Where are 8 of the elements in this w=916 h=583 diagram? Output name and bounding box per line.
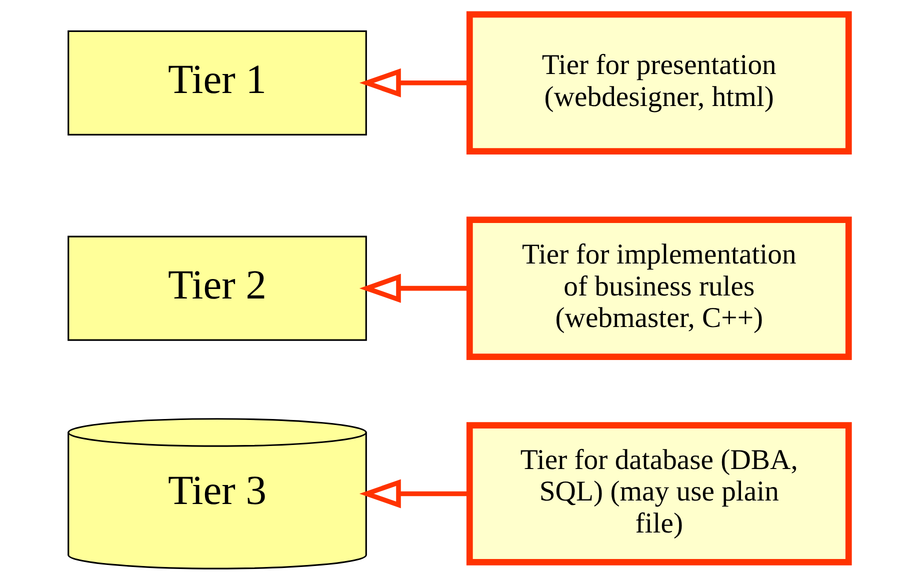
node-box: Tier for database (DBA, SQL) (may use plain file) xyxy=(466,422,852,566)
arrow xyxy=(358,479,470,508)
node-box: Tier 1 xyxy=(67,30,366,136)
node-box: Tier for implementation of business rules (webmaster, C++) xyxy=(466,216,852,360)
node-box: Tier for presentation (webdesigner, html) xyxy=(466,11,852,155)
arrow xyxy=(358,274,470,303)
node-box: Tier 2 xyxy=(67,236,366,341)
arrow xyxy=(358,68,470,98)
